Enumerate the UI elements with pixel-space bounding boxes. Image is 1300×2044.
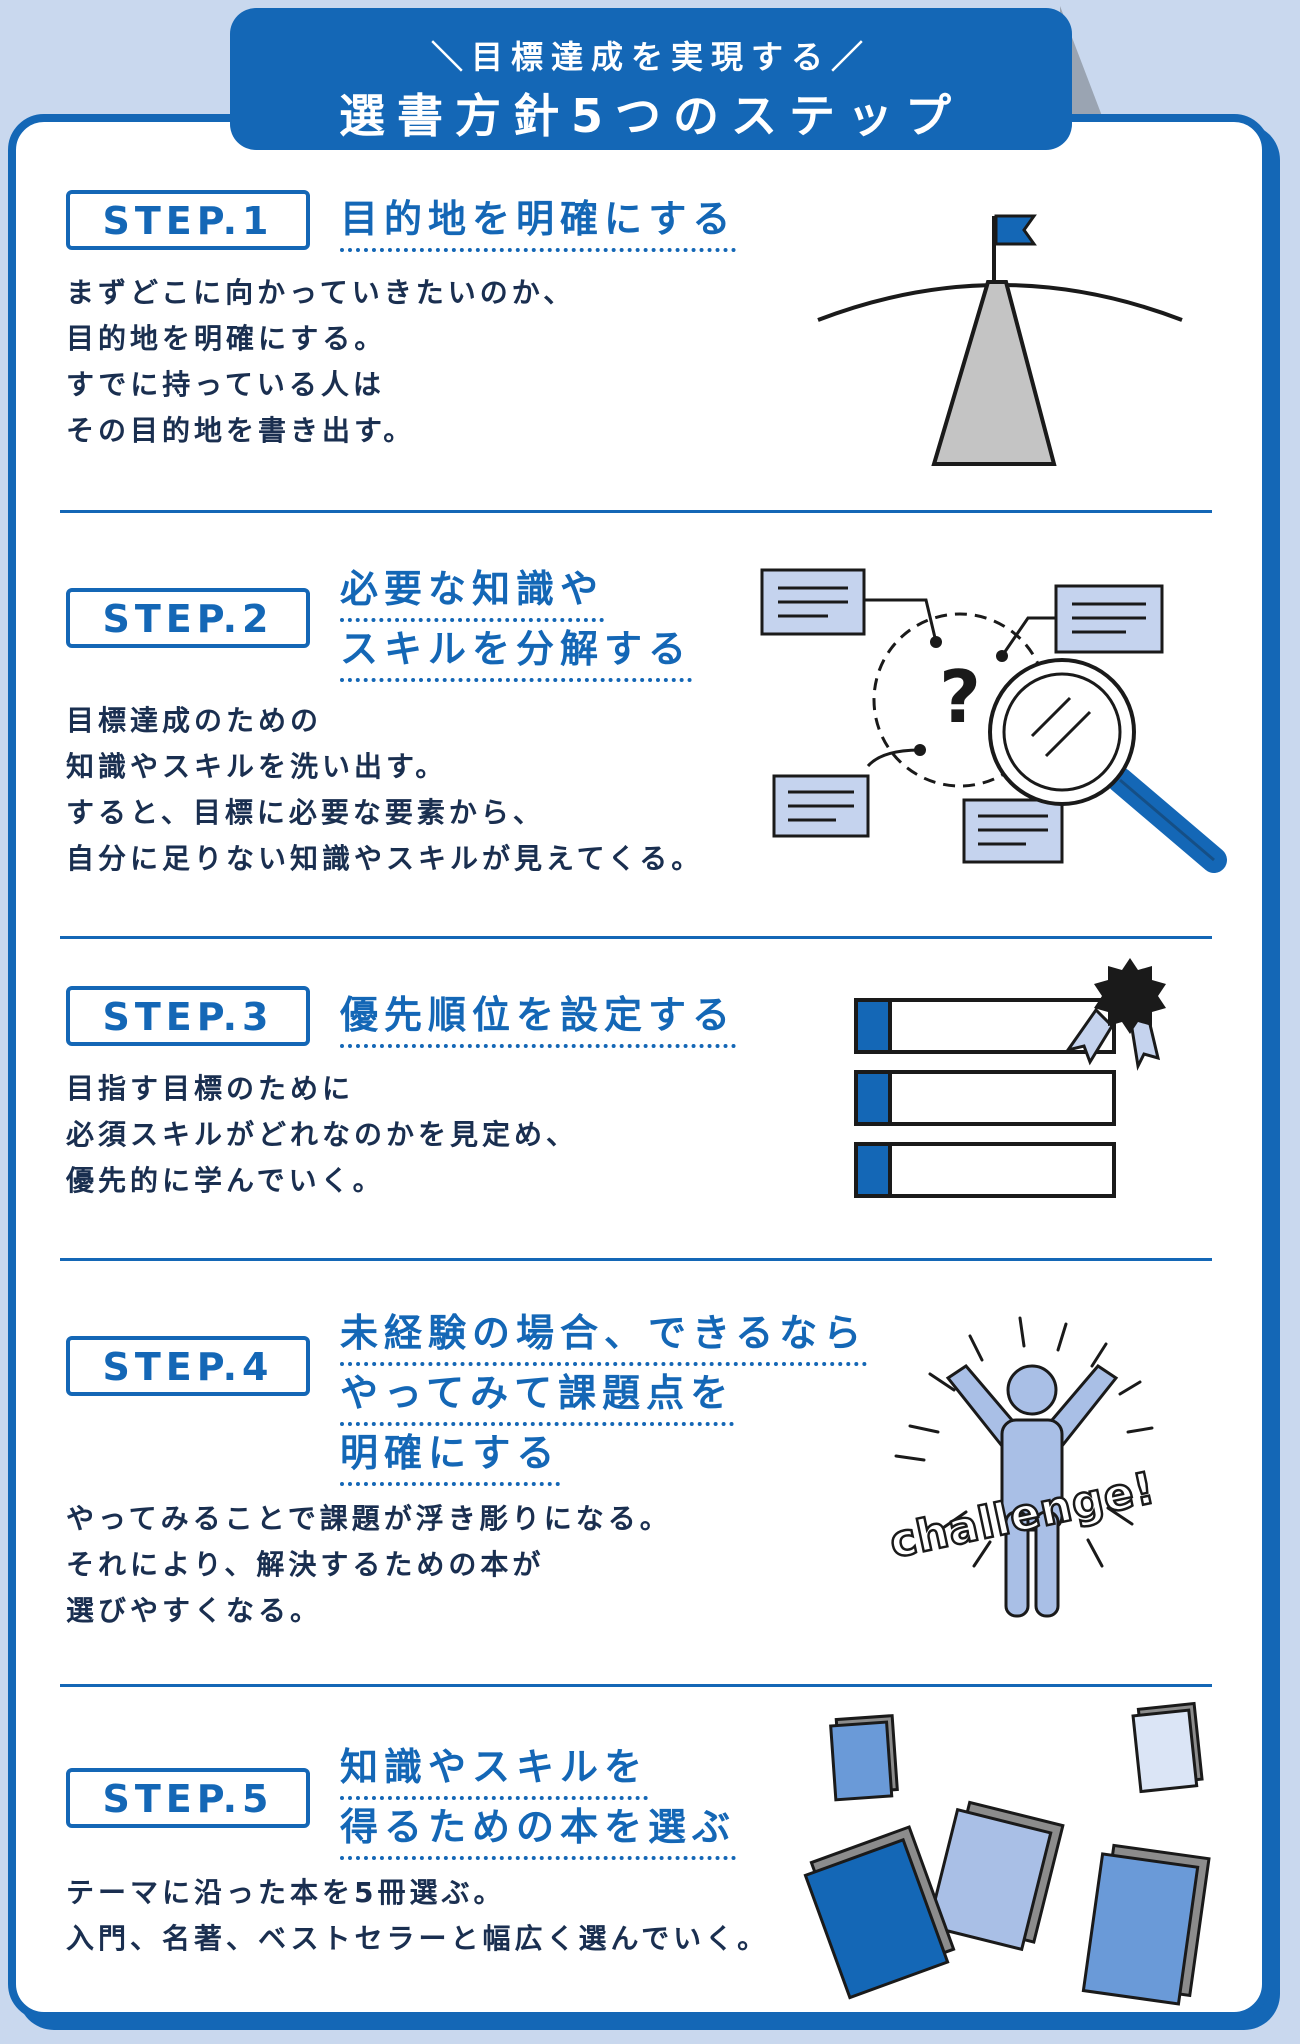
award-badge-icon	[1064, 958, 1166, 1071]
step-2-body-line: 目標達成のための	[66, 704, 323, 737]
step-5-body: テーマに沿った本を5冊選ぶ。 入門、名著、ベストセラーと幅広く選んでいく。	[66, 1870, 769, 1962]
step-4-body-line: やってみることで課題が浮き彫りになる。	[66, 1502, 672, 1535]
step-4-heading-line: 未経験の場合、できるなら	[340, 1306, 868, 1366]
step-1-heading-line: 目的地を明確にする	[340, 192, 737, 252]
header-subtitle: ＼目標達成を実現する／	[430, 38, 871, 76]
step-1-body-line: 目的地を明確にする。	[66, 322, 387, 355]
priority-list-illustration	[854, 958, 1166, 1198]
step-4-heading-line: やってみて課題点を	[340, 1366, 735, 1426]
note-card-icon	[772, 774, 870, 838]
header-banner: ＼目標達成を実現する／ 選書方針5つのステップ	[230, 8, 1072, 150]
step-5-heading-line: 得るための本を選ぶ	[340, 1800, 737, 1860]
step-5-heading: 知識やスキルを 得るための本を選ぶ	[340, 1740, 737, 1860]
step-1-body: まずどこに向かっていきたいのか、 目的地を明確にする。 すでに持っている人は そ…	[66, 270, 575, 454]
step-4-body-line: 選びやすくなる。	[66, 1594, 323, 1627]
step-4-badge: STEP.4	[66, 1336, 310, 1396]
header-title: 選書方針5つのステップ	[338, 89, 963, 143]
section-divider	[60, 1684, 1212, 1687]
step-3-body-line: 優先的に学んでいく。	[66, 1164, 385, 1197]
step-2-badge: STEP.2	[66, 588, 310, 648]
step-4-heading: 未経験の場合、できるなら やってみて課題点を 明確にする	[340, 1306, 868, 1486]
step-1-body-line: すでに持っている人は	[66, 368, 385, 401]
step-2-heading-line: スキルを分解する	[340, 622, 693, 682]
step-3-body-line: 必須スキルがどれなのかを見定め、	[66, 1118, 579, 1151]
step-3-heading: 優先順位を設定する	[340, 988, 737, 1048]
step-2-body-line: 自分に足りない知識やスキルが見えてくる。	[66, 842, 704, 875]
section-divider	[60, 936, 1212, 939]
step-2-body-line: 知識やスキルを洗い出す。	[66, 750, 448, 783]
person-icon	[945, 1364, 1119, 1618]
step-2-body: 目標達成のための 知識やスキルを洗い出す。 すると、目標に必要な要素から、 自分…	[66, 698, 703, 882]
note-card-icon	[1054, 584, 1164, 654]
step-2-heading-line: 必要な知識や	[340, 562, 605, 622]
question-mark-icon: ?	[939, 655, 981, 739]
step-1-badge: STEP.1	[66, 190, 310, 250]
step-5-badge: STEP.5	[66, 1768, 310, 1828]
step-3-body-line: 目指す目標のために	[66, 1072, 355, 1105]
step-4-body: やってみることで課題が浮き彫りになる。 それにより、解決するための本が 選びやす…	[66, 1496, 672, 1634]
road-shape	[931, 280, 1057, 466]
connector-dot	[914, 744, 926, 756]
note-card-icon	[962, 798, 1064, 864]
content-card	[8, 114, 1270, 2020]
priority-bar	[854, 1142, 1116, 1198]
analysis-illustration: ?	[760, 568, 1227, 873]
books-illustration	[803, 1701, 1211, 2006]
step-3-heading-line: 優先順位を設定する	[340, 988, 737, 1048]
burst-lines	[894, 1316, 1154, 1568]
step-3-badge: STEP.3	[66, 986, 310, 1046]
priority-bar	[854, 1070, 1116, 1126]
section-divider	[60, 1258, 1212, 1261]
step-1-body-line: まずどこに向かっていきたいのか、	[66, 276, 576, 309]
step-4-body-line: それにより、解決するための本が	[66, 1548, 545, 1581]
step-5-heading-line: 知識やスキルを	[340, 1740, 649, 1800]
magnifier-icon	[988, 658, 1227, 873]
connector-line	[1000, 616, 1056, 657]
book-icon	[1131, 1701, 1204, 1794]
flag-icon	[994, 214, 1037, 246]
connector-line	[864, 598, 938, 643]
step-1-body-line: その目的地を書き出す。	[66, 414, 416, 447]
book-icon	[926, 1800, 1065, 1952]
connector-dot	[996, 650, 1008, 662]
step-3-body: 目指す目標のために 必須スキルがどれなのかを見定め、 優先的に学んでいく。	[66, 1066, 578, 1204]
step-1-heading: 目的地を明確にする	[340, 192, 737, 252]
connector-dot	[930, 636, 942, 648]
section-divider	[60, 510, 1212, 513]
book-icon	[1081, 1843, 1211, 2006]
summit-flag-illustration	[817, 214, 1183, 466]
book-icon	[829, 1714, 899, 1802]
book-icon	[803, 1825, 956, 2000]
step-5-body-line: 入門、名著、ベストセラーと幅広く選んでいく。	[66, 1922, 770, 1955]
step-2-heading: 必要な知識や スキルを分解する	[340, 562, 693, 682]
challenge-illustration: challenge!	[884, 1316, 1161, 1618]
note-card-icon	[760, 568, 866, 636]
connector-line	[866, 748, 921, 768]
step-4-heading-line: 明確にする	[340, 1426, 561, 1486]
step-5-body-line: テーマに沿った本を5冊選ぶ。	[66, 1876, 506, 1909]
step-2-body-line: すると、目標に必要な要素から、	[66, 796, 545, 829]
